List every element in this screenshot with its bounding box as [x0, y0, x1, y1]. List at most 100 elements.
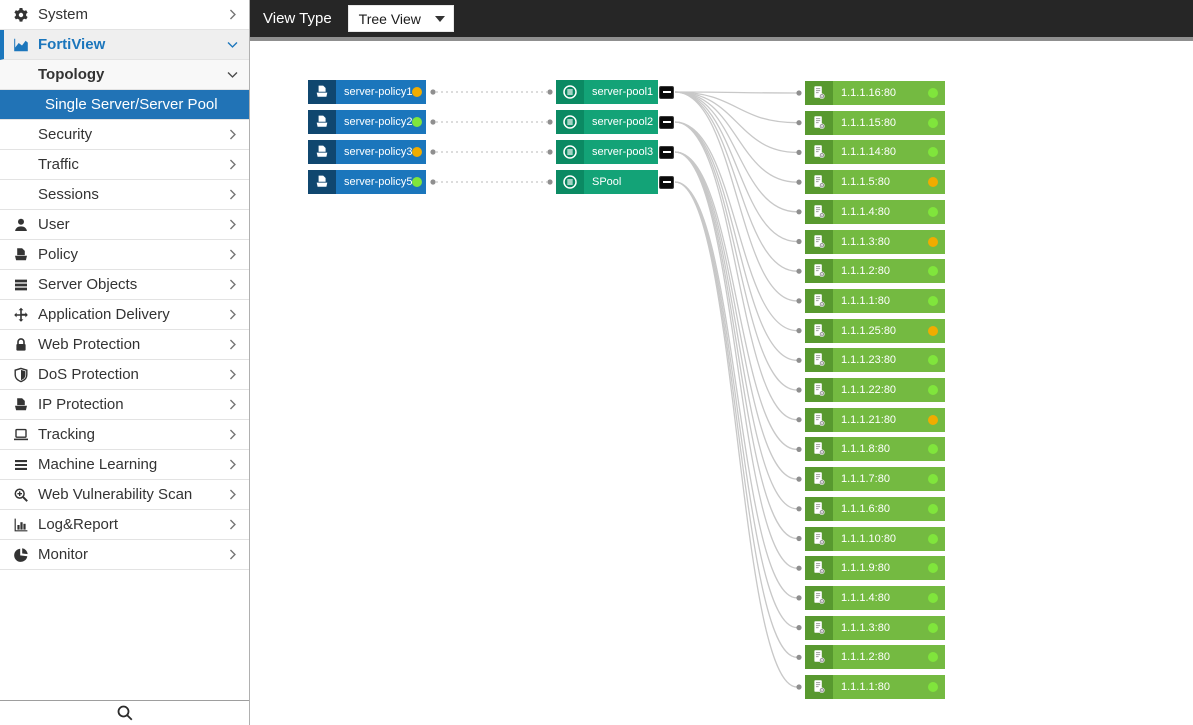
pool-node-icon: [556, 80, 584, 104]
node-label: 1.1.1.2:80: [841, 265, 890, 278]
status-dot: [928, 652, 938, 663]
status-dot: [928, 266, 938, 277]
server-node[interactable]: 1.1.1.8:80: [805, 437, 945, 462]
server-node[interactable]: 1.1.1.3:80: [805, 615, 945, 640]
server-node[interactable]: 1.1.1.21:80: [805, 407, 945, 432]
sidebar-item-single-server-server-pool[interactable]: Single Server/Server Pool: [0, 90, 249, 120]
pool-node[interactable]: server-pool3: [556, 140, 658, 164]
collapse-button[interactable]: [659, 115, 674, 129]
node-label: server-policy1: [344, 86, 413, 98]
chevron-right-icon: [226, 398, 240, 412]
chevron-right-icon: [226, 248, 240, 262]
server-node[interactable]: 1.1.1.9:80: [805, 556, 945, 581]
sidebar-item-topology[interactable]: Topology: [0, 60, 249, 90]
server-node[interactable]: 1.1.1.22:80: [805, 378, 945, 402]
server-node-icon: [805, 199, 833, 224]
sidebar-item-label: User: [38, 216, 70, 233]
policy-node[interactable]: server-policy3: [308, 140, 426, 164]
bar-chart-icon: [12, 516, 30, 534]
policy-node-icon: [308, 140, 336, 164]
server-node-icon: [805, 496, 833, 521]
sidebar-item-label: Monitor: [38, 546, 89, 563]
node-label: 1.1.1.14:80: [841, 146, 897, 159]
server-node[interactable]: 1.1.1.10:80: [805, 526, 945, 551]
sidebar-item-web-vulnerability-scan[interactable]: Web Vulnerability Scan: [0, 480, 249, 510]
node-label: 1.1.1.22:80: [841, 384, 897, 396]
server-node[interactable]: 1.1.1.15:80: [805, 110, 945, 135]
sidebar-item-sessions[interactable]: Sessions: [0, 180, 249, 210]
status-dot: [412, 177, 423, 187]
status-dot: [928, 355, 938, 366]
sidebar-item-label: Sessions: [38, 186, 99, 203]
sidebar-item-machine-learning[interactable]: Machine Learning: [0, 450, 249, 480]
server-node[interactable]: 1.1.1.23:80: [805, 348, 945, 373]
sidebar-item-label: IP Protection: [38, 396, 124, 413]
node-label: 1.1.1.23:80: [841, 354, 897, 367]
sidebar-item-system[interactable]: System: [0, 0, 249, 30]
view-type-select[interactable]: Tree View: [347, 5, 454, 32]
node-label: 1.1.1.21:80: [841, 413, 897, 426]
chevron-right-icon: [226, 188, 240, 202]
sidebar-item-user[interactable]: User: [0, 210, 249, 240]
server-node[interactable]: 1.1.1.2:80: [805, 259, 945, 284]
server-node[interactable]: 1.1.1.7:80: [805, 467, 945, 492]
policy-node[interactable]: server-policy2: [308, 110, 426, 134]
sidebar-item-monitor[interactable]: Monitor: [0, 540, 249, 570]
server-node[interactable]: 1.1.1.6:80: [805, 496, 945, 521]
server-node-icon: [805, 645, 833, 670]
server-node[interactable]: 1.1.1.5:80: [805, 170, 945, 195]
sidebar-item-ip-protection[interactable]: IP Protection: [0, 390, 249, 420]
server-node[interactable]: 1.1.1.3:80: [805, 229, 945, 254]
server-node[interactable]: 1.1.1.2:80: [805, 645, 945, 670]
server-node-icon: [805, 526, 833, 551]
policy-node[interactable]: server-policy5: [308, 170, 426, 194]
sidebar-item-application-delivery[interactable]: Application Delivery: [0, 300, 249, 330]
sidebar-item-label: Traffic: [38, 156, 79, 173]
sidebar-item-dos-protection[interactable]: DoS Protection: [0, 360, 249, 390]
status-dot: [928, 88, 938, 98]
server-node[interactable]: 1.1.1.4:80: [805, 585, 945, 610]
status-dot: [412, 147, 423, 157]
collapse-button[interactable]: [659, 85, 674, 99]
status-dot: [928, 533, 938, 544]
node-label: 1.1.1.5:80: [841, 176, 890, 189]
chevron-right-icon: [226, 128, 240, 142]
sidebar-item-fortiview[interactable]: FortiView: [0, 30, 249, 60]
sidebar-item-log-report[interactable]: Log&Report: [0, 510, 249, 540]
pool-node-icon: [556, 110, 584, 134]
pool-node[interactable]: SPool: [556, 170, 658, 194]
sidebar-item-security[interactable]: Security: [0, 120, 249, 150]
server-node[interactable]: 1.1.1.16:80: [805, 81, 945, 105]
server-node[interactable]: 1.1.1.14:80: [805, 140, 945, 165]
sidebar-item-policy[interactable]: Policy: [0, 240, 249, 270]
chevron-right-icon: [226, 548, 240, 562]
sidebar-item-web-protection[interactable]: Web Protection: [0, 330, 249, 360]
pool-node-icon: [556, 140, 584, 164]
node-label: 1.1.1.6:80: [841, 502, 890, 515]
node-label: 1.1.1.1:80: [841, 681, 890, 693]
server-node-icon: [805, 259, 833, 284]
collapse-button[interactable]: [659, 175, 674, 189]
server-node-icon: [805, 467, 833, 492]
sidebar-item-server-objects[interactable]: Server Objects: [0, 270, 249, 300]
sidebar-item-traffic[interactable]: Traffic: [0, 150, 249, 180]
node-label: 1.1.1.7:80: [841, 473, 890, 486]
sidebar-item-label: Security: [38, 126, 93, 143]
server-node[interactable]: 1.1.1.4:80: [805, 199, 945, 224]
policy-node[interactable]: server-policy1: [308, 80, 426, 104]
topology-links: [430, 89, 802, 690]
node-label: 1.1.1.9:80: [841, 562, 890, 575]
collapse-button[interactable]: [659, 145, 674, 159]
pool-node[interactable]: server-pool1: [556, 80, 658, 104]
server-node[interactable]: 1.1.1.1:80: [805, 675, 945, 699]
server-node-icon: [805, 615, 833, 640]
sidebar-item-tracking[interactable]: Tracking: [0, 420, 249, 450]
server-node[interactable]: 1.1.1.25:80: [805, 318, 945, 343]
status-dot: [928, 117, 938, 128]
node-label: server-policy3: [344, 146, 413, 158]
server-node[interactable]: 1.1.1.1:80: [805, 288, 945, 313]
node-label: server-pool2: [592, 116, 654, 128]
pool-node[interactable]: server-pool2: [556, 110, 658, 134]
search-icon[interactable]: [116, 704, 134, 722]
